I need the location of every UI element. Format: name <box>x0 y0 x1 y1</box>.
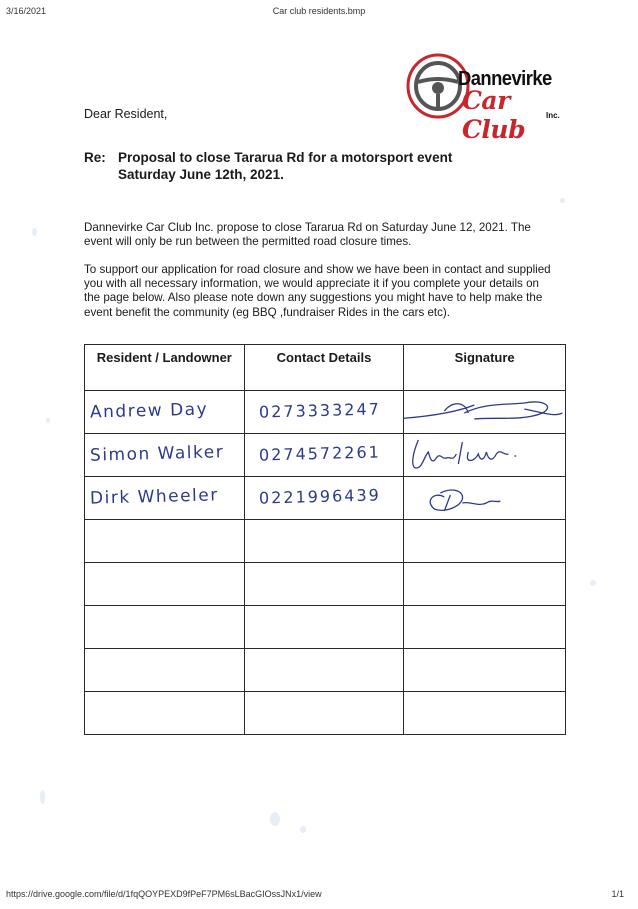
table-row <box>84 562 566 606</box>
subject-line-2: Saturday June 12th, 2021. <box>118 167 284 182</box>
print-footer: https://drive.google.com/file/d/1fqQOYPE… <box>6 889 624 901</box>
resident-cell: Dirk Wheeler <box>84 476 245 520</box>
table-header-row: Resident / Landowner Contact Details Sig… <box>84 344 566 391</box>
resident-cell <box>84 519 245 563</box>
resident-cell <box>84 691 245 735</box>
col-header-signature: Signature <box>403 344 566 391</box>
table-row: Simon Walker 0274572261 <box>84 433 566 477</box>
scan-speck <box>270 812 280 826</box>
signature-cell <box>403 648 566 692</box>
contact-cell <box>243 605 405 649</box>
logo-car-club: Car Club <box>462 86 526 144</box>
scan-speck <box>40 790 45 804</box>
contact-phone: 0221996439 <box>258 485 381 508</box>
contact-cell <box>243 691 405 735</box>
print-header: 3/16/2021 Car club residents.bmp <box>6 6 632 20</box>
signature-cell <box>403 691 566 735</box>
signature-cell <box>403 519 566 563</box>
col-header-contact: Contact Details <box>243 344 405 391</box>
logo-name: Dannevirke <box>458 68 552 90</box>
signature-cell <box>403 562 566 606</box>
resident-signature-table: Resident / Landowner Contact Details Sig… <box>84 344 566 735</box>
signature-cell <box>403 605 566 649</box>
resident-cell <box>84 648 245 692</box>
table-row <box>84 648 566 692</box>
contact-phone: 0274572261 <box>258 442 381 465</box>
paragraph-intro: Dannevirke Car Club Inc. propose to clos… <box>84 221 531 249</box>
logo-inc: Inc. <box>546 111 560 120</box>
table-row: Dirk Wheeler 0221996439 <box>84 476 566 520</box>
steering-wheel-icon <box>406 53 470 119</box>
table-row: Andrew Day 0273333247 <box>84 390 566 434</box>
resident-cell: Andrew Day <box>84 390 245 434</box>
resident-cell <box>84 605 245 649</box>
car-club-logo: Dannevirke Car Club Inc. <box>404 46 574 144</box>
table-row <box>84 605 566 649</box>
resident-name: Andrew Day <box>89 399 209 423</box>
resident-cell <box>84 562 245 606</box>
handwritten-signature <box>412 439 517 469</box>
subject-line-1: Proposal to close Tararua Rd for a motor… <box>118 150 453 165</box>
scan-speck <box>560 198 565 203</box>
salutation: Dear Resident, <box>84 107 168 121</box>
page-number: 1/1 <box>611 889 624 899</box>
signature-cell <box>403 433 566 477</box>
subject-label: Re: <box>84 150 106 165</box>
resident-cell: Simon Walker <box>84 433 245 477</box>
scan-speck <box>590 580 596 586</box>
resident-name: Dirk Wheeler <box>89 485 219 509</box>
col-header-resident: Resident / Landowner <box>84 344 245 391</box>
scan-speck <box>46 418 50 423</box>
contact-cell: 0274572261 <box>243 433 405 477</box>
contact-phone: 0273333247 <box>258 399 381 422</box>
contact-cell <box>243 648 405 692</box>
table-row <box>84 519 566 563</box>
resident-name: Simon Walker <box>89 442 225 466</box>
print-title: Car club residents.bmp <box>272 6 366 16</box>
paragraph-request: To support our application for road clos… <box>84 263 551 319</box>
signature-cell <box>403 390 566 434</box>
print-url: https://drive.google.com/file/d/1fqQOYPE… <box>6 889 322 899</box>
scan-speck <box>32 228 37 236</box>
handwritten-signature <box>404 401 563 420</box>
contact-cell <box>243 562 405 606</box>
scan-speck <box>300 826 306 833</box>
contact-cell: 0221996439 <box>243 476 405 520</box>
contact-cell: 0273333247 <box>243 390 405 434</box>
table-row <box>84 691 566 735</box>
contact-cell <box>243 519 405 563</box>
signature-cell <box>403 476 566 520</box>
handwritten-signature <box>429 489 501 512</box>
print-date: 3/16/2021 <box>6 6 47 16</box>
